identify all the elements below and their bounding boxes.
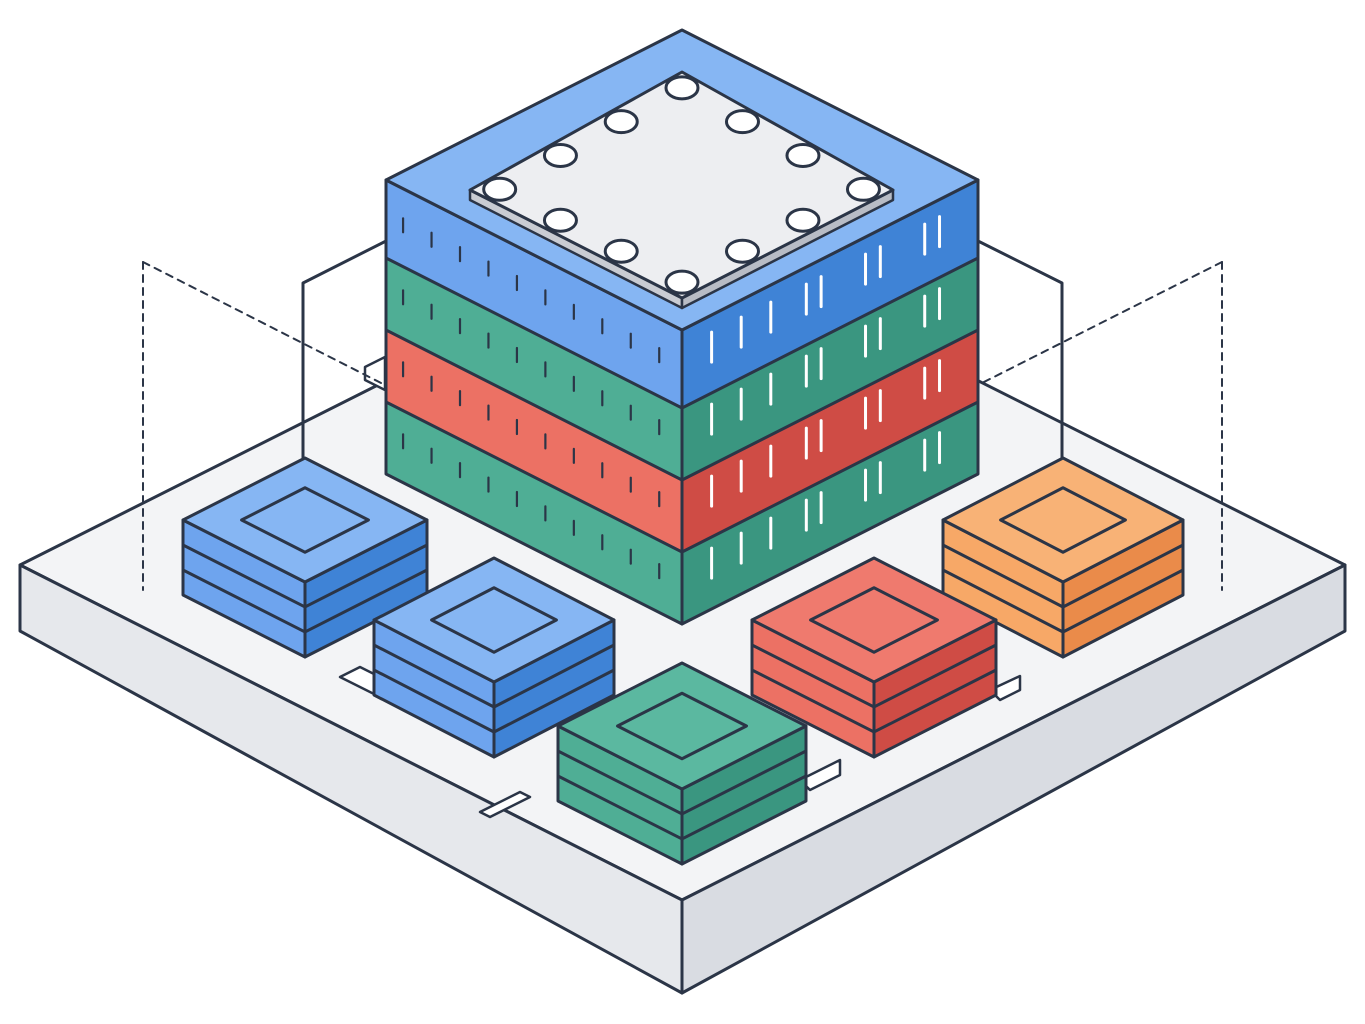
chiplet-back-right-band-line <box>942 543 1184 609</box>
cap-pad <box>664 75 700 101</box>
cap-pad <box>603 238 639 264</box>
connector-wire-left <box>301 238 389 520</box>
chiplet-back-right-top-inset <box>999 486 1127 554</box>
chiplet-back-right-band-line <box>942 568 1184 634</box>
chiplet-front-right-top-inset <box>809 586 939 654</box>
cap-plate-top <box>468 70 895 300</box>
cap-plate <box>468 70 895 310</box>
cap-pad <box>603 109 639 135</box>
cap-pad <box>542 207 578 233</box>
stack-layer-3 <box>384 322 980 554</box>
chiplet-front-center-band-line <box>557 774 807 841</box>
cap-pad <box>845 176 881 202</box>
chiplets-back <box>181 456 1185 659</box>
chiplet-front-right <box>750 556 998 759</box>
chiplet-back-left <box>181 456 429 659</box>
connector-lines <box>301 238 1064 520</box>
chiplets-front <box>372 556 998 866</box>
dashed-guides <box>142 261 1223 591</box>
base-right-face <box>680 563 1347 995</box>
chiplet-front-left <box>372 556 616 759</box>
chiplet-front-right-band-line <box>751 668 997 734</box>
cap-pad <box>785 142 821 168</box>
cap-pad <box>724 109 760 135</box>
cap-pad <box>482 176 518 202</box>
chiplet-back-right <box>941 456 1185 659</box>
chiplet-front-left-top-inset <box>430 586 558 654</box>
main-die-stack <box>384 28 980 626</box>
dashed-guide-right-diagonal <box>977 261 1223 386</box>
footprint-slot-back <box>363 355 387 392</box>
chiplet-front-right-band-line <box>751 643 997 709</box>
dashed-guide-left-diagonal <box>142 261 386 386</box>
cap-pad <box>785 207 821 233</box>
chiplet-back-left-band-line <box>182 543 428 609</box>
chiplet-front-left-band-line <box>373 643 615 709</box>
chiplet-back-left-top-inset <box>240 486 370 554</box>
chiplet-front-center-top-inset <box>616 691 748 761</box>
cap-pad <box>542 142 578 168</box>
cap-pad <box>664 269 700 295</box>
chiplet-front-center <box>556 661 808 866</box>
footprint-slot-center <box>478 790 532 819</box>
chiplet-front-left-band-line <box>373 668 615 734</box>
connector-wire-right <box>975 238 1064 520</box>
cap-pad <box>724 238 760 264</box>
chiplet-front-center-band-line <box>557 749 807 816</box>
chiplet-back-left-band-line <box>182 568 428 634</box>
